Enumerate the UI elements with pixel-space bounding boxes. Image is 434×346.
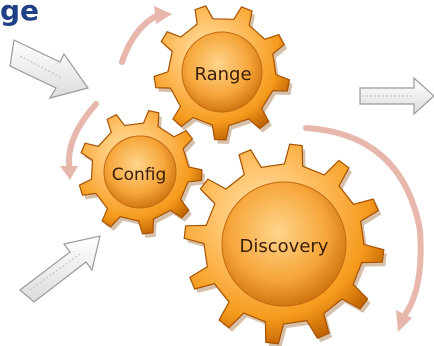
curved-arrow-left	[60, 101, 99, 180]
gear-config	[78, 109, 205, 238]
gear-label-discovery: Discovery	[240, 236, 329, 257]
gear-config-hub	[103, 135, 177, 209]
flow-arrow-bottom-left	[19, 235, 101, 303]
curved-arrow-right	[303, 125, 424, 332]
gear-range-hub	[181, 31, 263, 113]
flow-arrow-top-left	[9, 39, 89, 99]
gear-discovery	[183, 143, 387, 346]
page-title-fragment: ge	[0, 0, 40, 27]
gear-discovery-hub	[221, 181, 347, 307]
flow-arrow-right	[359, 76, 434, 116]
curved-arrow-top	[119, 6, 172, 65]
gear-label-range: Range	[194, 64, 251, 85]
gear-label-config: Config	[112, 165, 167, 185]
gear-range	[153, 5, 293, 144]
